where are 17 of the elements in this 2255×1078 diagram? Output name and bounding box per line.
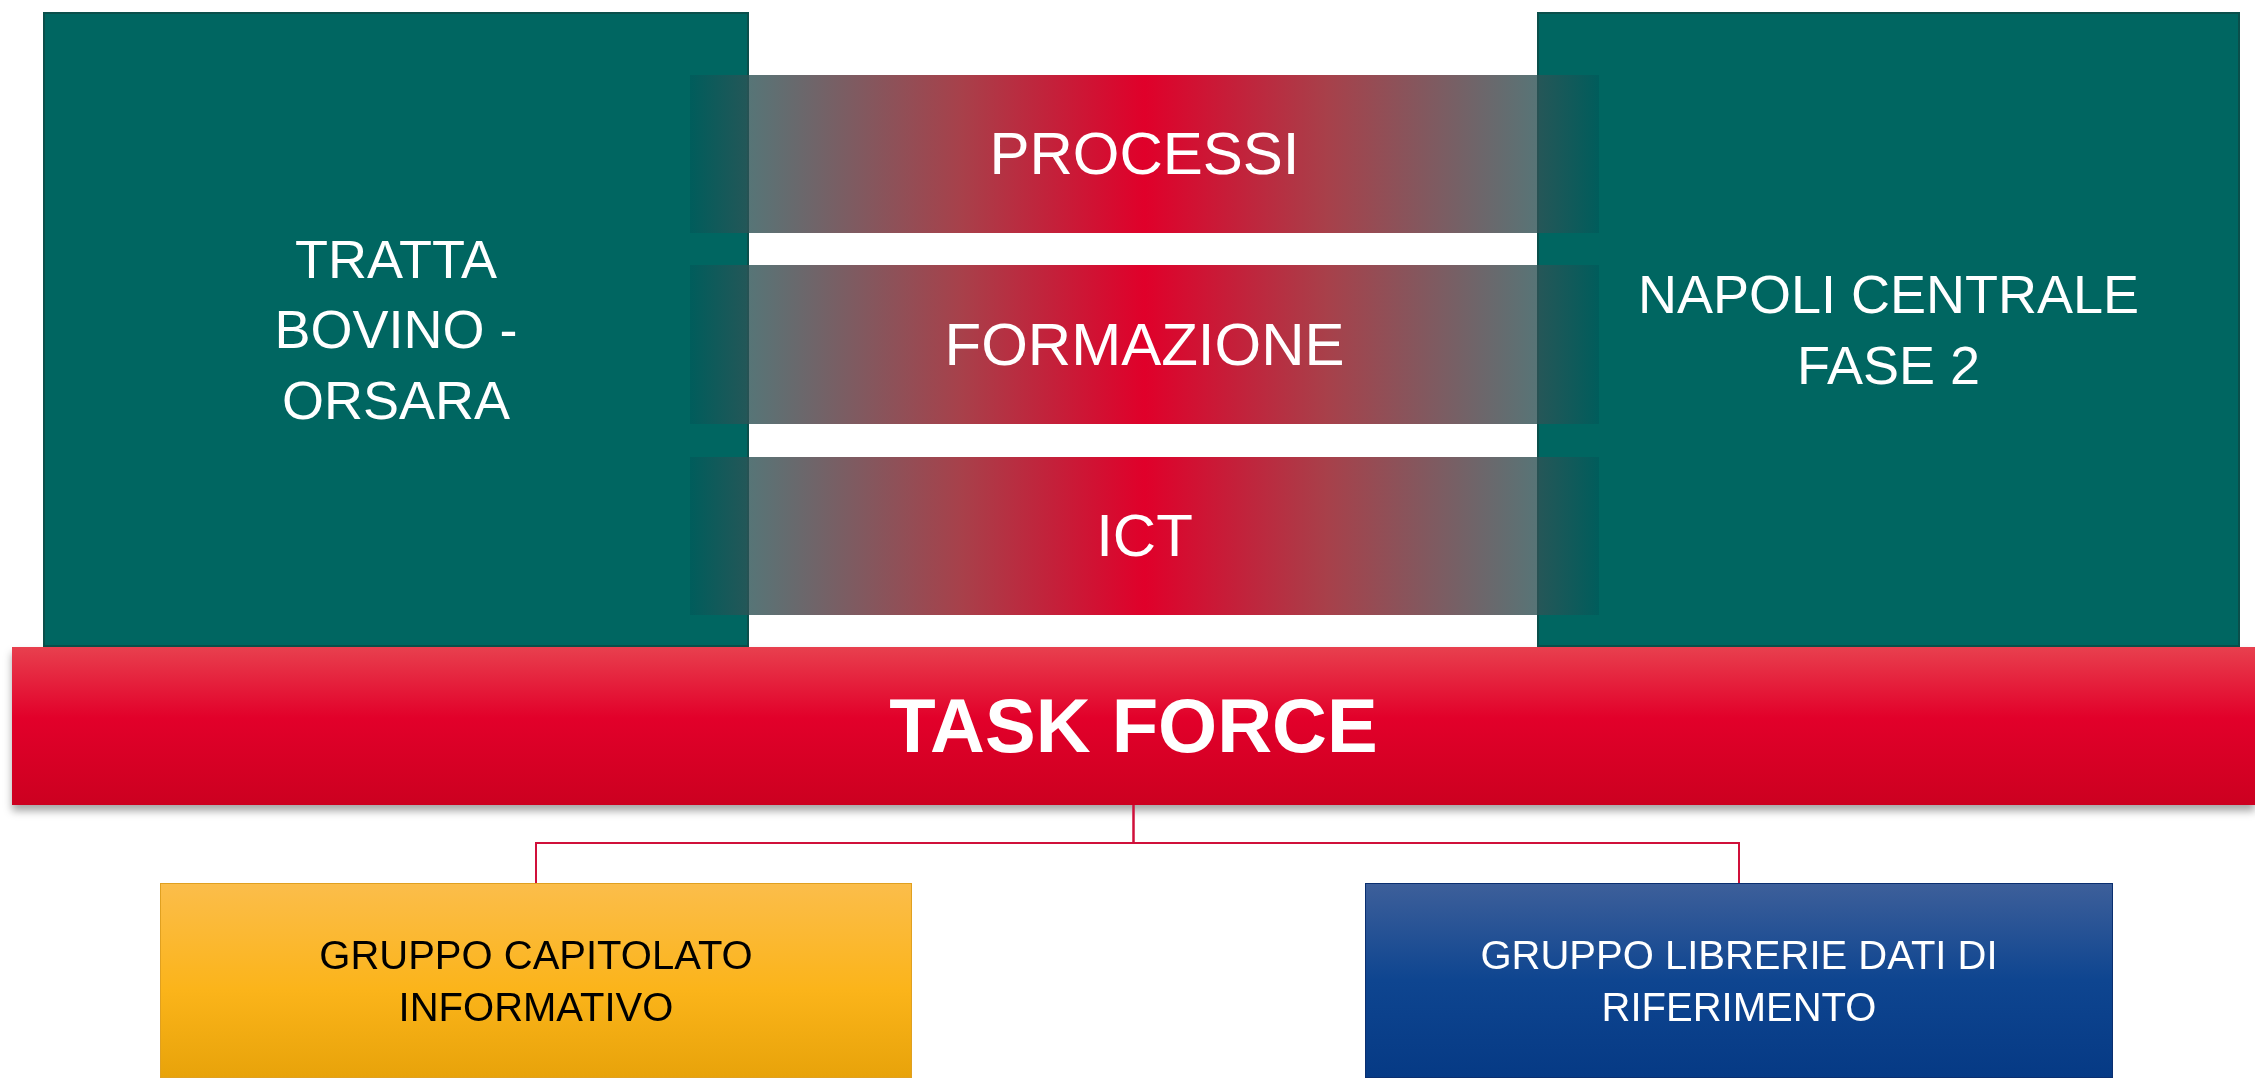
connector-line [1132, 804, 1740, 884]
node-label: FORMAZIONE [944, 309, 1345, 380]
group-box [160, 883, 912, 1078]
node-label: ICT [1096, 501, 1193, 571]
node-label: TRATTA BOVINO - ORSARA [273, 228, 519, 432]
topic-band [690, 457, 1599, 615]
topic-band [690, 265, 1599, 424]
group-box [1365, 883, 2113, 1078]
node-label: GRUPPO CAPITOLATO INFORMATIVO [318, 931, 754, 1031]
topic-band [690, 75, 1599, 233]
node-label: PROCESSI [989, 119, 1300, 189]
node-label: NAPOLI CENTRALE FASE 2 [1636, 263, 2141, 397]
node-label: TASK FORCE [889, 681, 1378, 770]
project-panel [43, 12, 749, 647]
project-panel [1537, 12, 2240, 647]
node-label: GRUPPO LIBRERIE DATI DI RIFERIMENTO [1479, 931, 1999, 1031]
task-force-bar [12, 647, 2255, 805]
